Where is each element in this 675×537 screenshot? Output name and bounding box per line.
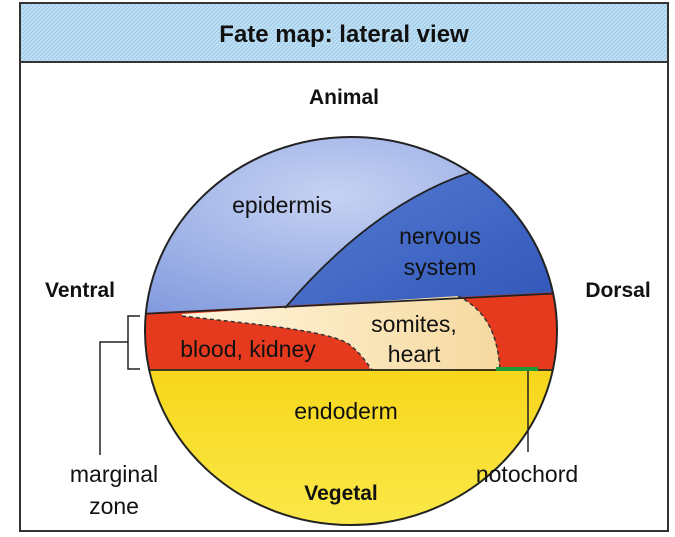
label-animal: Animal: [309, 86, 379, 109]
label-zone: zone: [89, 493, 139, 519]
label-ventral: Ventral: [45, 279, 115, 302]
label-nervous-line2: system: [404, 254, 477, 280]
label-notochord: notochord: [476, 461, 578, 487]
label-nervous-line1: nervous: [399, 223, 481, 249]
label-dorsal: Dorsal: [585, 279, 650, 302]
page-title: Fate map: lateral view: [219, 21, 469, 48]
label-epidermis: epidermis: [232, 192, 332, 218]
label-endoderm: endoderm: [294, 398, 398, 424]
label-somites: somites,: [371, 311, 457, 337]
label-blood-kidney: blood, kidney: [180, 336, 316, 362]
label-marginal: marginal: [70, 461, 158, 487]
label-vegetal: Vegetal: [304, 482, 378, 505]
label-heart: heart: [388, 341, 441, 367]
